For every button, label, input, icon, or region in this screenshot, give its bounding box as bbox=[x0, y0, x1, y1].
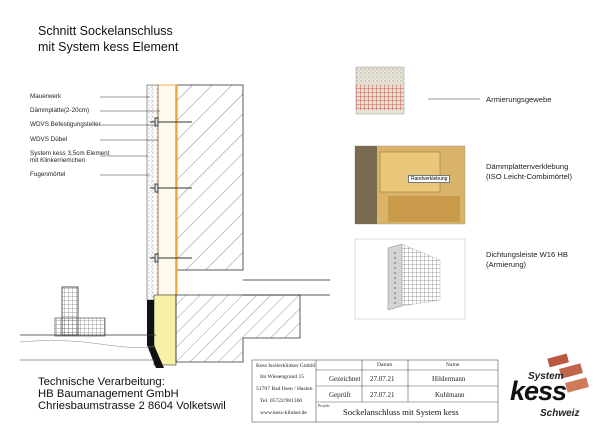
layer-label-dowel: WDVS Dübel bbox=[30, 136, 68, 143]
drain-box bbox=[19, 286, 157, 361]
mesh-caption: Armierungsgewebe bbox=[486, 95, 552, 104]
execution-address: Chriesbaumstrasse 2 8604 Volketswil bbox=[38, 400, 226, 412]
logo-country-text: Schweiz bbox=[540, 408, 580, 419]
strip-caption-line2: (Armierung) bbox=[486, 260, 527, 269]
company-web: www.kess-klinker.de bbox=[260, 410, 307, 416]
title-block-lines bbox=[251, 359, 499, 423]
company-street: Im Wiesengrund 15 bbox=[260, 374, 305, 380]
layer-label-kess-element: System kess 3,5cm Element bbox=[30, 150, 110, 157]
drawn-date: 27.07.21 bbox=[370, 375, 395, 383]
strip-caption-line1: Dichtungsleiste W16 HB bbox=[486, 250, 568, 259]
photo-sticker: Randverklebung bbox=[408, 175, 451, 183]
insulation-layer bbox=[157, 84, 178, 296]
checked-name: Kuhlmann bbox=[435, 391, 465, 399]
drawing-title-line1: Schnitt Sockelanschluss bbox=[38, 24, 173, 38]
drawing-title-line2: mit System kess Element bbox=[38, 40, 179, 54]
drawn-name: Hildermann bbox=[432, 375, 466, 383]
header-name: Name bbox=[446, 362, 460, 368]
header-date: Datum bbox=[377, 362, 393, 368]
kess-element-layer bbox=[146, 84, 159, 301]
sealing-strip-photo bbox=[354, 238, 466, 320]
masonry-wall bbox=[176, 84, 244, 271]
mesh-photo bbox=[355, 66, 405, 115]
wdvs-anchors bbox=[150, 117, 192, 263]
company-name: Kess Isolierklinker GmbH bbox=[256, 363, 316, 369]
layer-label-grout: Fugenmörtel bbox=[30, 171, 66, 178]
checked-label: Geprüft bbox=[329, 391, 351, 399]
layer-label-brick-slips: mit Klinkerriemchen bbox=[30, 157, 86, 164]
adhesive-caption-line2: (ISO Leicht-Combimörtel) bbox=[486, 172, 573, 181]
layer-label-masonry: Mauerwerk bbox=[30, 93, 62, 100]
checked-date: 27.07.21 bbox=[370, 391, 395, 399]
drawn-label: Gezeichnet bbox=[329, 375, 361, 383]
logo-system-text: System bbox=[528, 371, 564, 382]
execution-heading: Technische Verarbeitung: bbox=[38, 376, 165, 388]
adhesive-photo bbox=[354, 145, 466, 225]
perimeter-insulation bbox=[147, 294, 177, 368]
adhesive-caption-line1: Dämmplattenverklebung bbox=[486, 162, 569, 171]
company-city: 51707 Bad Ilsen / Haslen bbox=[256, 386, 313, 392]
company-phone: Tel. 05722/981360 bbox=[260, 398, 303, 404]
floor-slab bbox=[175, 279, 330, 363]
logo-bricks bbox=[547, 353, 589, 393]
project-tag: Projekt bbox=[318, 403, 330, 408]
layer-label-insulation-board: Dämmplatte(2-20cm) bbox=[30, 107, 90, 114]
drawing-subject: Sockelanschluss mit System kess bbox=[343, 407, 459, 417]
layer-label-fixing-plate: WDVS Befestigungsteller bbox=[30, 121, 101, 128]
layer-leaders bbox=[100, 96, 160, 176]
execution-company: HB Baumanagement GmbH bbox=[38, 388, 179, 400]
logo-kess-text: kess bbox=[510, 376, 567, 406]
